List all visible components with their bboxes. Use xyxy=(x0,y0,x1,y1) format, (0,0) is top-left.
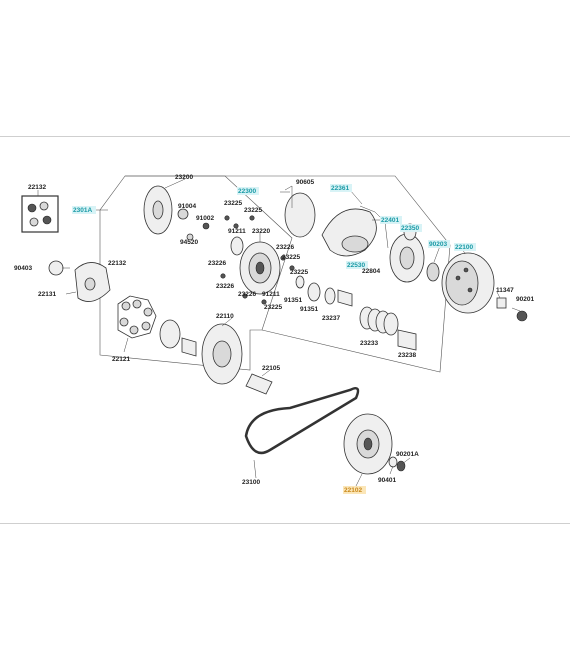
part-labels: 22132 2301A 23200 91004 91002 94520 2322… xyxy=(14,174,534,494)
weight-roller-set-part[interactable] xyxy=(21,195,59,233)
label-23226-b[interactable]: 23226 xyxy=(208,260,226,267)
label-22102[interactable]: 22102 xyxy=(344,487,362,494)
label-22100[interactable]: 22100 xyxy=(455,244,473,251)
driven-face-part[interactable] xyxy=(343,413,393,475)
spacer-part[interactable] xyxy=(496,297,507,309)
label-23220[interactable]: 23220 xyxy=(252,228,270,235)
label-22300[interactable]: 22300 xyxy=(238,188,256,195)
label-23226-d[interactable]: 23226 xyxy=(238,291,256,298)
label-90203[interactable]: 90203 xyxy=(429,241,447,248)
clutch-assembly-part[interactable] xyxy=(284,185,389,257)
bearing-and-ring-parts[interactable] xyxy=(295,275,353,307)
label-23225-e[interactable]: 23225 xyxy=(264,304,282,311)
label-22361[interactable]: 22361 xyxy=(331,185,349,192)
label-22804[interactable]: 22804 xyxy=(362,268,380,275)
label-91351-a[interactable]: 91351 xyxy=(284,297,302,304)
driven-face-nut-part[interactable] xyxy=(388,456,406,472)
label-94520[interactable]: 94520 xyxy=(180,239,198,246)
label-22132-top[interactable]: 22132 xyxy=(28,184,46,191)
label-90201[interactable]: 90201 xyxy=(516,296,534,303)
drive-bush-part[interactable] xyxy=(245,373,273,395)
drive-belt-part[interactable] xyxy=(244,387,360,455)
label-23225-d[interactable]: 23225 xyxy=(290,269,308,276)
label-23226-a[interactable]: 23226 xyxy=(276,244,294,251)
label-23226-c[interactable]: 23226 xyxy=(216,283,234,290)
label-91002[interactable]: 91002 xyxy=(196,215,214,222)
drive-pulley-group-outline xyxy=(99,175,293,371)
label-23100[interactable]: 23100 xyxy=(242,479,260,486)
clutch-plate-part[interactable] xyxy=(389,223,425,283)
label-23233[interactable]: 23233 xyxy=(360,340,378,347)
label-22105[interactable]: 22105 xyxy=(262,365,280,372)
label-22132-b[interactable]: 22132 xyxy=(108,260,126,267)
label-91211-a[interactable]: 91211 xyxy=(228,228,246,235)
label-23200[interactable]: 23200 xyxy=(175,174,193,181)
label-90401[interactable]: 90401 xyxy=(378,477,396,484)
washer-part[interactable] xyxy=(48,260,64,276)
label-22110[interactable]: 22110 xyxy=(216,313,234,320)
label-23225-b[interactable]: 23225 xyxy=(244,207,262,214)
label-90403[interactable]: 90403 xyxy=(14,265,32,272)
leader-lines xyxy=(37,178,521,487)
label-22401[interactable]: 22401 xyxy=(381,217,399,224)
fan-bolts-part[interactable] xyxy=(220,215,295,305)
diagram-frame xyxy=(0,136,570,524)
clutch-nut-part[interactable] xyxy=(426,262,440,282)
label-22530[interactable]: 22530 xyxy=(347,262,365,269)
label-22350[interactable]: 22350 xyxy=(401,225,419,232)
label-23238[interactable]: 23238 xyxy=(398,352,416,359)
label-23237[interactable]: 23237 xyxy=(322,315,340,322)
movable-drive-face-part[interactable] xyxy=(159,319,243,385)
cooling-fan-part[interactable] xyxy=(230,236,281,295)
label-90201a[interactable]: 90201A xyxy=(396,451,419,458)
ramp-plate-part[interactable] xyxy=(74,262,111,302)
label-90605[interactable]: 90605 xyxy=(296,179,314,186)
label-91211-b[interactable]: 91211 xyxy=(262,291,280,298)
label-22131[interactable]: 22131 xyxy=(38,291,56,298)
label-11347[interactable]: 11347 xyxy=(496,287,514,294)
torque-spring-part[interactable] xyxy=(359,306,399,336)
label-91004[interactable]: 91004 xyxy=(178,203,196,210)
drive-face-part[interactable] xyxy=(143,185,210,241)
guide-collar-part[interactable] xyxy=(397,329,417,351)
lock-nut-part[interactable] xyxy=(516,310,528,322)
label-2301a[interactable]: 2301A xyxy=(73,207,92,214)
label-23225-c[interactable]: 23225 xyxy=(282,254,300,261)
label-23225-a[interactable]: 23225 xyxy=(224,200,242,207)
label-22121[interactable]: 22121 xyxy=(112,356,130,363)
label-91351-b[interactable]: 91351 xyxy=(300,306,318,313)
clutch-outer-part[interactable] xyxy=(441,252,495,314)
weight-rollers-part[interactable] xyxy=(117,295,157,339)
